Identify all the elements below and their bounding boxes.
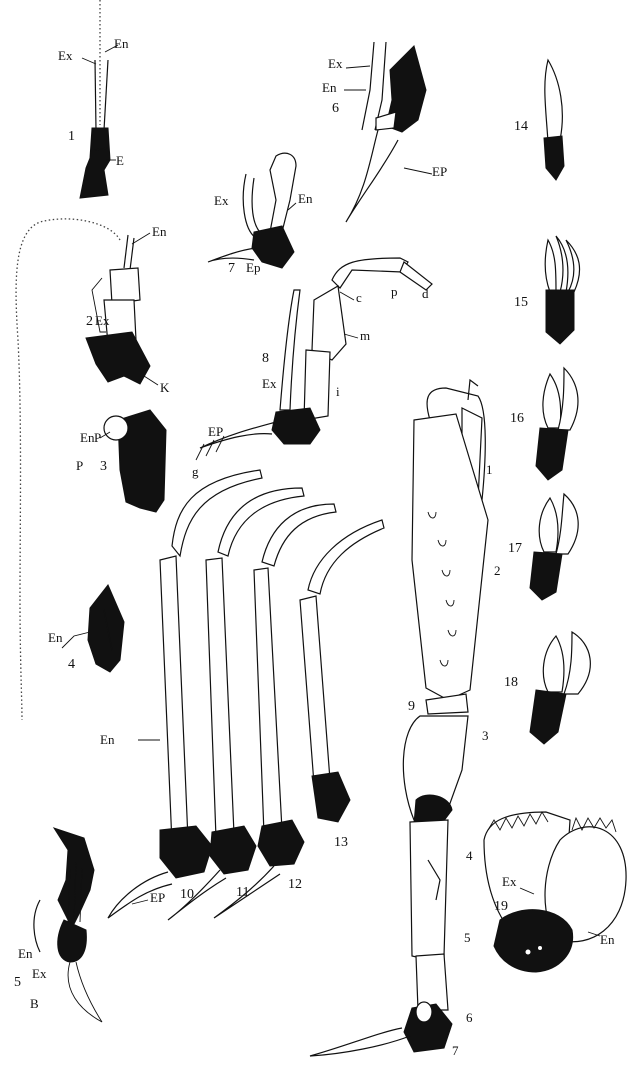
fig8-label-d: d <box>422 286 429 301</box>
fig12-label-ep: EP <box>150 890 165 905</box>
fig3-number: 3 <box>100 459 107 474</box>
fig1-label-e: E <box>116 153 124 168</box>
fig19-number: 19 <box>494 899 508 914</box>
figure-8-third-maxilliped: c p d m Ex i EP g 8 <box>192 258 432 479</box>
fig3-label-p2: P <box>76 458 83 473</box>
fig5-number: 5 <box>14 975 21 990</box>
fig8-label-c: c <box>356 290 362 305</box>
fig9-number: 9 <box>408 699 415 714</box>
fig12-number: 12 <box>288 877 302 892</box>
fig8-label-m: m <box>360 328 370 343</box>
figure-14-pleopod: 14 <box>514 60 564 180</box>
fig2-label-k: K <box>160 380 170 395</box>
fig6-number: 6 <box>332 101 339 116</box>
fig13-number: 13 <box>334 835 348 850</box>
fig6-label-ex: Ex <box>328 56 343 71</box>
fig4-label-en: En <box>48 630 63 645</box>
fig5-label-ex: Ex <box>32 966 47 981</box>
figure-7-second-maxilliped: Ex En Ep 7 <box>208 153 313 276</box>
figure-18-pleopod: 18 <box>504 632 590 744</box>
fig9-label-4: 4 <box>466 848 473 863</box>
fig1-label-en: En <box>114 36 129 51</box>
fig8-number: 8 <box>262 351 269 366</box>
fig14-number: 14 <box>514 119 528 134</box>
figure-9-cheliped: 1 2 3 4 5 6 7 9 <box>310 380 501 1058</box>
fig8-label-ex: Ex <box>262 376 277 391</box>
fig2-number: 2 <box>86 314 93 329</box>
figure-16-pleopod: 16 <box>510 368 578 480</box>
figure-4-maxillule: En 4 <box>48 585 124 672</box>
fig9-label-6: 6 <box>466 1010 473 1025</box>
fig9-label-1: 1 <box>486 462 493 477</box>
fig6-label-en: En <box>322 80 337 95</box>
figure-19-uropod: Ex En 19 <box>484 812 626 972</box>
figure-5-maxilla: En Ex B 5 <box>14 828 102 1022</box>
fig8-label-ep: EP <box>208 424 223 439</box>
fig9-label-3: 3 <box>482 728 489 743</box>
figure-13-walking-leg: 13 <box>300 520 384 850</box>
fig1-label-ex: Ex <box>58 48 73 63</box>
fig8-label-i: i <box>336 384 340 399</box>
fig19-label-en: En <box>600 932 615 947</box>
fig16-number: 16 <box>510 411 524 426</box>
fig2-label-ex: Ex <box>95 313 110 328</box>
fig11-number: 11 <box>236 885 249 900</box>
fig6-label-ep: EP <box>432 164 447 179</box>
fig9-label-7: 7 <box>452 1043 459 1058</box>
fig4-number: 4 <box>68 657 75 672</box>
fig3-label-p: P <box>94 430 101 445</box>
fig3-label-en: En <box>80 430 95 445</box>
fig7-label-ep: Ep <box>246 260 260 275</box>
fig19-label-ex: Ex <box>502 874 517 889</box>
figure-6-first-maxilliped: Ex En EP 6 <box>322 42 447 222</box>
fig5-label-en: En <box>18 946 33 961</box>
fig7-number: 7 <box>228 261 235 276</box>
fig8-label-g: g <box>192 464 199 479</box>
fig9-label-2: 2 <box>494 563 501 578</box>
fig1-number: 1 <box>68 129 75 144</box>
fig18-number: 18 <box>504 675 518 690</box>
fig17-number: 17 <box>508 541 522 556</box>
fig15-number: 15 <box>514 295 528 310</box>
figure-1-antennule: Ex En E 1 <box>58 0 129 198</box>
fig7-label-ex: Ex <box>214 193 229 208</box>
fig2-label-en: En <box>152 224 167 239</box>
fig9-label-5: 5 <box>464 930 471 945</box>
fig7-label-en: En <box>298 191 313 206</box>
fig10-label-en: En <box>100 732 115 747</box>
fig8-label-p: p <box>391 284 398 299</box>
figure-17-pleopod: 17 <box>508 494 578 600</box>
fig5-label-b: B <box>30 996 39 1011</box>
figure-3-mandible: En P P 3 <box>76 410 166 512</box>
figure-15-pleopod: 15 <box>514 236 580 344</box>
